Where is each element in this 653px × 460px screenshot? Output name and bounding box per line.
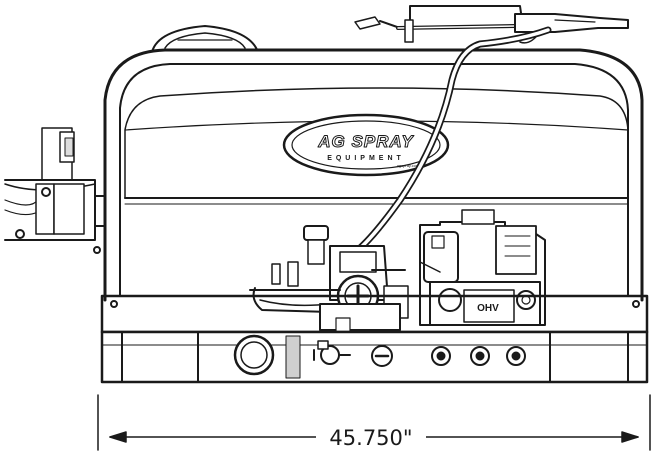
logo-website: agspray.com [397, 163, 420, 168]
width-dimension-label: 45.750" [316, 426, 426, 450]
hose-reel [4, 127, 106, 254]
ag-spray-logo: AG SPRAY EQUIPMENT agspray.com [282, 113, 450, 177]
drain-fitting [233, 334, 275, 376]
frame-bolt-right [632, 300, 640, 308]
diaphragm-pump [249, 225, 409, 333]
spray-gun [354, 5, 629, 44]
outlet-fitting-2 [470, 346, 490, 366]
outlet-fitting-1 [431, 346, 451, 366]
logo-subtitle: EQUIPMENT [327, 155, 405, 162]
bulkhead-fitting [371, 345, 393, 367]
tank-lid [151, 25, 259, 53]
outlet-fitting-3 [506, 346, 526, 366]
arrowhead-left [109, 431, 127, 443]
arrowhead-right [621, 431, 639, 443]
spray-hose [354, 26, 552, 254]
gas-engine: OHV [419, 209, 546, 326]
logo-brand: AG SPRAY [317, 132, 414, 151]
engine-brand: OHV [477, 303, 499, 314]
shutoff-valve [313, 340, 351, 365]
frame-bolt-left [110, 300, 118, 308]
